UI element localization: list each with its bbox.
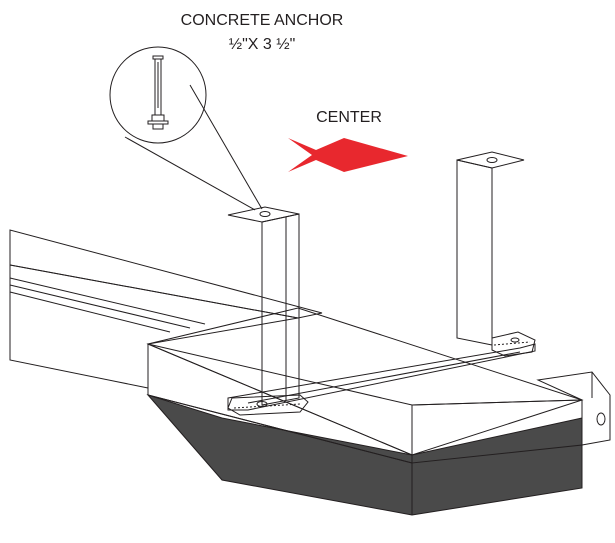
anchor-callout	[109, 46, 263, 211]
left-bracket-foot	[227, 394, 309, 416]
center-mark	[288, 138, 408, 172]
anchor-bolt-icon	[147, 55, 169, 130]
end-cap-hole	[596, 412, 606, 426]
anchor-title-label: CONCRETE ANCHOR	[181, 12, 344, 29]
left-bracket-upright	[261, 213, 300, 406]
right-bracket	[456, 151, 536, 357]
left-bracket-top-hole	[259, 211, 271, 217]
right-bracket-top-plate	[456, 151, 525, 169]
anchor-size-label: ½"X 3 ½"	[229, 36, 296, 53]
center-label: CENTER	[316, 109, 382, 126]
anchor-detail-circle	[109, 46, 207, 144]
mounting-strap	[227, 343, 536, 411]
rail	[9, 229, 323, 389]
rail-side	[9, 264, 299, 389]
right-bracket-foot	[491, 331, 536, 357]
right-bracket-top-hole	[486, 157, 498, 163]
motor-housing	[146, 307, 611, 516]
left-bracket	[227, 206, 309, 416]
housing-base	[146, 393, 583, 516]
right-bracket-upright	[456, 159, 493, 346]
left-bracket-top-plate	[227, 206, 300, 223]
